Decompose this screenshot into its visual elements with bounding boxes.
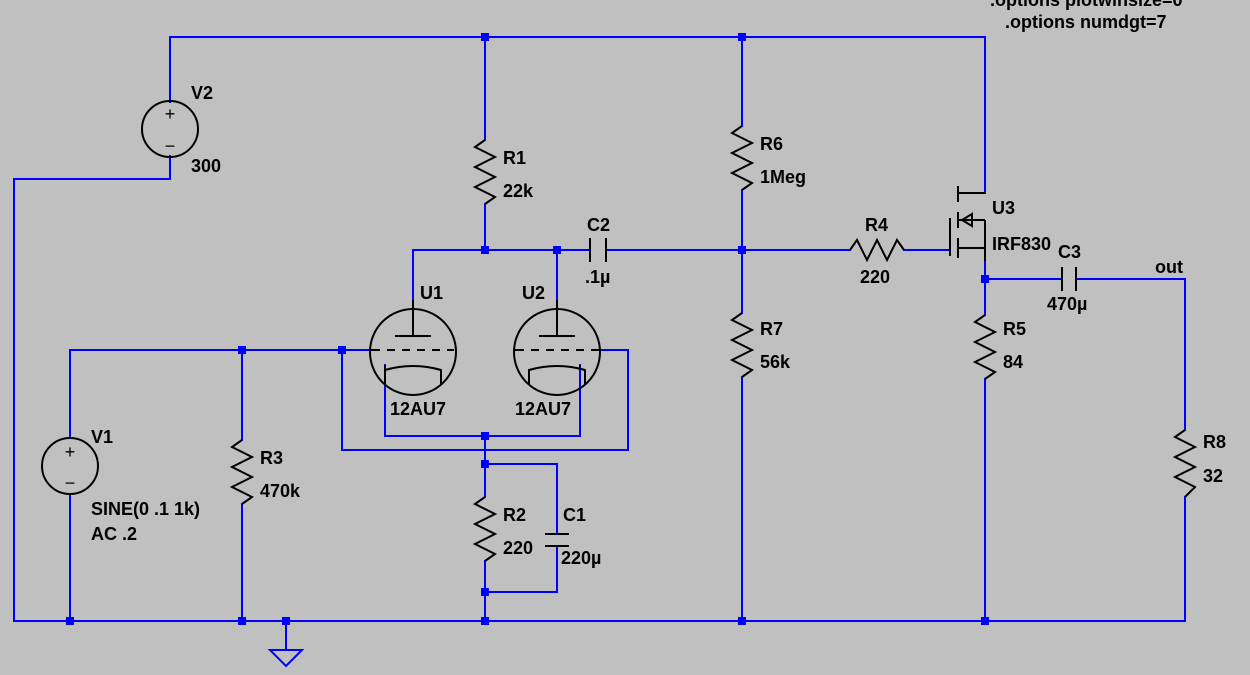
- voltage-source-v1[interactable]: + − V1 SINE(0 .1 1k) AC .2: [41, 427, 200, 544]
- triode-u1[interactable]: U1 12AU7: [369, 283, 457, 419]
- c2-value: .1µ: [585, 267, 610, 287]
- capacitor-c1[interactable]: C1 220µ: [545, 505, 601, 568]
- v2-minus-sign: −: [165, 136, 176, 156]
- u1-value: 12AU7: [390, 399, 446, 419]
- capacitor-c2[interactable]: C2 .1µ: [585, 215, 610, 287]
- r8-name: R8: [1203, 432, 1226, 452]
- r3-value: 470k: [260, 481, 301, 501]
- c1-name: C1: [563, 505, 586, 525]
- spice-directive-numdgt[interactable]: .options numdgt=7: [1005, 12, 1167, 32]
- r1-value: 22k: [503, 181, 534, 201]
- r7-name: R7: [760, 319, 783, 339]
- resistor-r6[interactable]: R6 1Meg: [729, 125, 806, 191]
- resistor-r4[interactable]: R4 220: [849, 215, 905, 287]
- c1-value: 220µ: [561, 548, 601, 568]
- v1-value: SINE(0 .1 1k): [91, 499, 200, 519]
- ground-symbol[interactable]: [267, 620, 305, 668]
- net-label-out[interactable]: out: [1155, 257, 1183, 277]
- r2-value: 220: [503, 538, 533, 558]
- resistor-r7[interactable]: R7 56k: [729, 312, 791, 378]
- c3-value: 470µ: [1047, 294, 1087, 314]
- mosfet-u3[interactable]: U3 IRF830: [949, 186, 1051, 261]
- r7-value: 56k: [760, 352, 791, 372]
- v1-name: V1: [91, 427, 113, 447]
- r3-name: R3: [260, 448, 283, 468]
- u2-value: 12AU7: [515, 399, 571, 419]
- u2-name: U2: [522, 283, 545, 303]
- junction-dots: [66, 33, 989, 625]
- spice-directive-plotwinsize[interactable]: .options plotwinsize=0: [990, 0, 1183, 10]
- v1-ac-spec: AC .2: [91, 524, 137, 544]
- c3-name: C3: [1058, 242, 1081, 262]
- r1-name: R1: [503, 148, 526, 168]
- resistor-r3[interactable]: R3 470k: [229, 439, 301, 505]
- u1-name: U1: [420, 283, 443, 303]
- r6-value: 1Meg: [760, 167, 806, 187]
- r6-name: R6: [760, 134, 783, 154]
- triode-u2[interactable]: U2 12AU7: [513, 283, 601, 419]
- r5-value: 84: [1003, 352, 1023, 372]
- v1-plus-sign: +: [65, 442, 76, 462]
- voltage-source-v2[interactable]: + − V2 300: [141, 83, 221, 176]
- u3-value: IRF830: [992, 234, 1051, 254]
- u3-name: U3: [992, 198, 1015, 218]
- v1-minus-sign: −: [65, 473, 76, 493]
- resistor-r8[interactable]: R8 32: [1172, 429, 1226, 498]
- v2-value: 300: [191, 156, 221, 176]
- resistor-r5[interactable]: R5 84: [972, 314, 1026, 380]
- r5-name: R5: [1003, 319, 1026, 339]
- r2-name: R2: [503, 505, 526, 525]
- resistor-r1[interactable]: R1 22k: [472, 139, 534, 205]
- c2-name: C2: [587, 215, 610, 235]
- r4-value: 220: [860, 267, 890, 287]
- r4-name: R4: [865, 215, 888, 235]
- capacitor-c3[interactable]: C3 470µ: [1047, 242, 1087, 314]
- r8-value: 32: [1203, 466, 1223, 486]
- v2-plus-sign: +: [165, 104, 176, 124]
- resistor-r2[interactable]: R2 220: [472, 496, 533, 562]
- v2-name: V2: [191, 83, 213, 103]
